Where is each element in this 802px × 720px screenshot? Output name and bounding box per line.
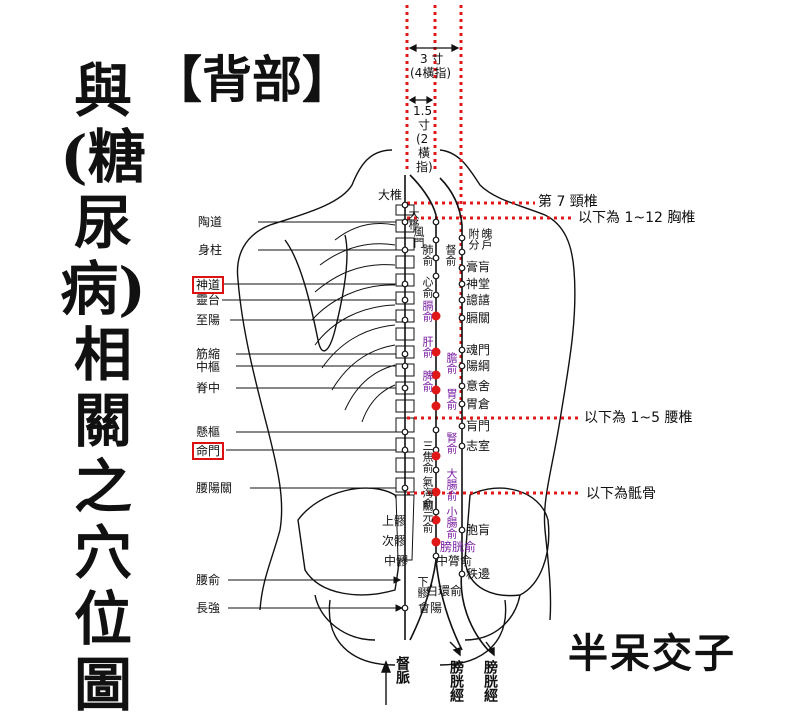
- highlight-label-8: 膀胱俞: [440, 540, 477, 554]
- left-label-4: 至陽: [196, 313, 221, 327]
- pelvis-inner-right: [464, 594, 521, 641]
- highlight-points: [431, 311, 441, 547]
- note-thoracic: 以下為 1~12 胸椎: [578, 210, 696, 226]
- label-dazhui: 大椎: [378, 188, 403, 202]
- left-label-0: 陶道: [198, 215, 223, 229]
- inner-label-9: 氣海俞: [421, 476, 434, 509]
- inner-label-4: 督俞: [444, 244, 457, 266]
- left-label-12: 長強: [196, 601, 221, 615]
- sacral-label-6: 會陽: [418, 601, 443, 615]
- measure-inner-line5: 指): [416, 160, 433, 174]
- outer-label-13: 秩邊: [466, 567, 491, 581]
- bottom-label-bladder-2: 膀胱經: [482, 660, 498, 702]
- inner-label-8: 三焦俞: [421, 440, 434, 473]
- torso-left-outline: [237, 279, 283, 611]
- brand-logo: 半呆交子: [568, 631, 736, 677]
- inner-label-3: 心俞: [421, 276, 434, 298]
- outer-label-6: 魂門: [466, 343, 491, 357]
- highlight-label-5: 腎俞: [445, 432, 458, 454]
- inner-label-1: 風門: [412, 226, 425, 248]
- vertical-title: 與(糖尿病)相關之穴位圖: [60, 57, 146, 719]
- outer-label-3: 神堂: [466, 277, 491, 291]
- inner-label-2: 肺俞: [421, 244, 434, 266]
- outer-label-1: 魄戶: [480, 228, 493, 250]
- highlight-label-1: 肝俞: [421, 336, 434, 358]
- measure-inner-line1: 1.5: [413, 104, 433, 118]
- outer-label-8: 意舍: [466, 379, 491, 393]
- left-label-10: 腰陽關: [196, 481, 233, 495]
- inner-line-descent: [435, 559, 463, 651]
- left-label-11: 腰俞: [196, 573, 221, 587]
- sacral-label-3: 下髎: [416, 576, 429, 598]
- left-label-8: 懸樞: [196, 425, 221, 439]
- torso-right-outline: [543, 269, 576, 621]
- scapula-left: [284, 234, 348, 352]
- highlight-label-3: 脾俞: [421, 370, 434, 392]
- measure-top-line2: (4橫指): [410, 66, 451, 80]
- left-label-1: 身柱: [198, 243, 223, 257]
- hip-right: [464, 487, 550, 597]
- highlight-label-6: 大腸俞: [445, 468, 458, 501]
- buttock-left: [328, 599, 396, 666]
- outer-label-9: 胃倉: [466, 397, 491, 411]
- note-c7: 第 7 頸椎: [538, 194, 598, 210]
- left-label-2-boxed: 神道: [192, 276, 225, 294]
- sacral-label-1: 次髎: [382, 534, 407, 548]
- sacral-label-0: 上髎: [382, 514, 407, 528]
- note-sacrum: 以下為骶骨: [586, 486, 656, 502]
- buttock-right: [439, 599, 507, 666]
- outer-label-10: 肓門: [466, 419, 491, 433]
- left-label-7: 脊中: [196, 381, 221, 395]
- measure-inner-line3: (2: [416, 132, 429, 146]
- left-label-9-boxed: 命門: [192, 442, 225, 460]
- outer-label-4: 譩譆: [466, 293, 491, 307]
- highlight-label-0: 膈俞: [421, 300, 434, 322]
- outer-label-12: 胞肓: [466, 523, 491, 537]
- outer-bladder-line: [439, 177, 489, 651]
- highlight-label-2: 膽俞: [445, 352, 458, 374]
- outer-label-7: 陽綱: [466, 359, 491, 373]
- left-label-6: 中樞: [196, 360, 221, 374]
- section-title: 【背部】: [152, 50, 352, 109]
- inner-label-0: 大杼: [407, 208, 420, 230]
- sacral-label-5: 白環俞: [426, 584, 463, 598]
- pelvis-inner-left: [314, 594, 376, 641]
- neck-left-outline: [236, 149, 393, 281]
- bottom-label-bladder-1: 膀胱經: [448, 660, 464, 702]
- left-label-5: 筋縮: [196, 347, 221, 361]
- measure-inner-line4: 橫: [418, 146, 431, 160]
- sacral-label-4: 中膂俞: [436, 554, 473, 568]
- bottom-label-governor: 督脈: [394, 656, 410, 684]
- highlight-label-4: 胃俞: [445, 388, 458, 410]
- sacral-label-2: 中髎: [384, 554, 409, 568]
- highlight-label-7: 小腸俞: [445, 506, 458, 539]
- outer-label-11: 志室: [466, 439, 491, 453]
- left-label-3: 靈台: [196, 293, 221, 307]
- note-lumbar: 以下為 1~5 腰椎: [584, 410, 693, 426]
- measure-top-line1: 3 寸: [420, 52, 444, 66]
- outer-label-2: 膏肓: [466, 260, 491, 274]
- inner-label-10: 關元俞: [421, 500, 434, 533]
- measure-inner-line2: 寸: [418, 118, 431, 132]
- outer-label-5: 膈關: [466, 311, 491, 325]
- outer-label-0: 附分: [467, 228, 480, 250]
